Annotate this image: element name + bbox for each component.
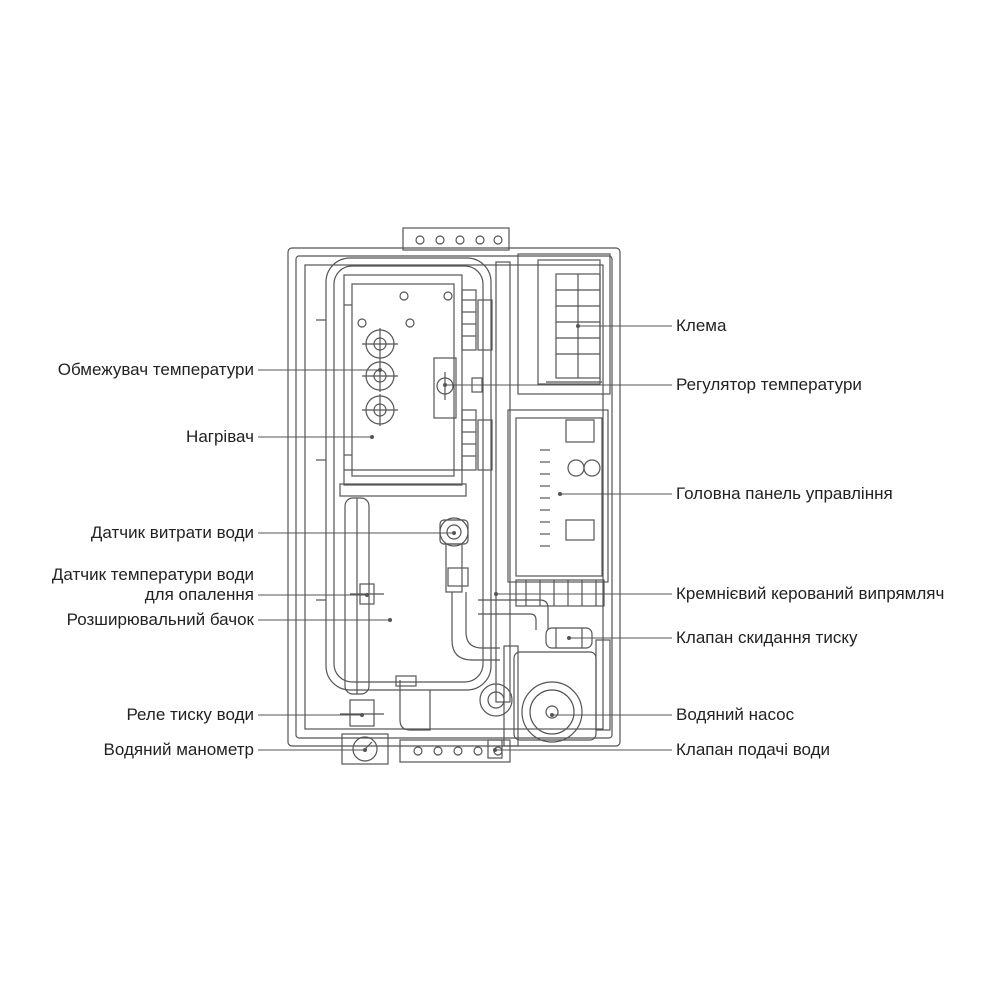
top-bracket [402,227,510,251]
label-terminal: Клема [676,316,727,335]
label-expansion-tank: Розширювальний бачок [66,610,254,629]
label-supply-valve: Клапан подачі води [676,740,831,759]
label-temp-limiter: Обмежувач температури [57,360,254,379]
terminal-block [517,253,611,395]
label-temp-regulator: Регулятор температури [676,375,862,394]
label-main-panel: Головна панель управління [676,484,893,503]
water-pump [503,639,611,747]
heating-loop [316,257,492,691]
temperature-limiters [362,328,398,426]
manometer-shape [341,733,389,765]
main-control-panel [507,409,609,583]
label-relief-valve: Клапан скидання тиску [676,628,858,647]
scr-module [515,579,605,607]
label-scr: Кремнієвий керований випрямляч [676,584,945,603]
label-manometer: Водяний манометр [103,740,254,759]
label-heating-temp-sensor: Датчик температури води для опалення [51,565,254,604]
temperature-regulator [433,357,483,419]
label-heater: Нагрівач [186,427,254,446]
pipes [344,261,511,731]
flow-sensor [439,517,469,587]
outer-casing [287,247,621,747]
label-flow-sensor: Датчик витрати води [90,523,254,542]
bottom-connections [399,739,511,763]
label-pressure-relay: Реле тиску води [126,705,254,724]
heater-terminal-strips [461,289,493,471]
label-pump: Водяний насос [676,705,795,724]
heater-block [339,274,467,497]
pump-pipes [478,599,549,759]
